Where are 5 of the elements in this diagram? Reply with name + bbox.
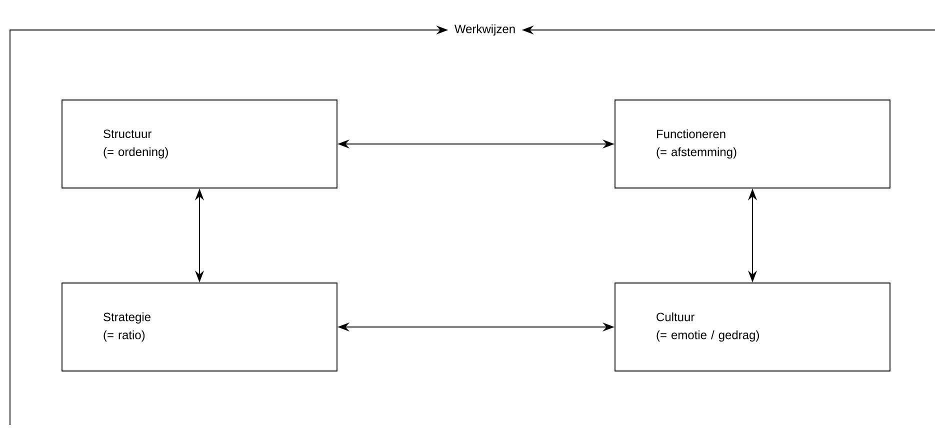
process-box: Structuur (= ordening) — [62, 100, 338, 188]
process-box: Strategie (= ratio) — [62, 282, 338, 372]
process-box: Cultuur (= emotie / gedrag) — [614, 282, 890, 372]
process-box: Functioneren (= afstemming) — [614, 100, 890, 188]
heading-text: Werkwijzen — [454, 24, 515, 36]
